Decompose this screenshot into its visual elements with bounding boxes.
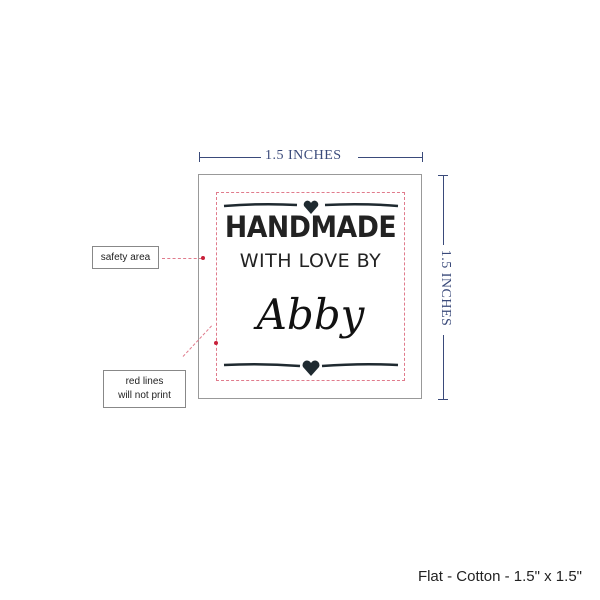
width-dimension-tick-right [422,152,423,162]
height-dimension-line-bottom [443,335,444,399]
height-dimension-tick-bottom [438,399,448,400]
product-description: Flat - Cotton - 1.5" x 1.5" [417,568,582,585]
safety-area-leader-line [162,258,202,259]
label-name: Abby [256,290,365,339]
safety-area-callout: safety area [92,246,159,269]
label-line-handmade: HANDMADE [224,210,397,244]
width-dimension-line-right [358,157,423,158]
red-lines-marker [214,341,218,345]
red-lines-callout: red lines will not print [103,370,186,408]
label-line-with-love-by: WITH LOVE BY [239,250,382,272]
width-dimension-line-left [199,157,261,158]
height-dimension-label: 1.5 INCHES [438,249,453,327]
width-dimension-label: 1.5 INCHES [265,148,342,163]
height-dimension-line-top [443,175,444,245]
top-divider-heart-icon [223,200,399,214]
red-lines-text-2: will not print [118,390,171,401]
red-lines-text-1: red lines [125,376,164,387]
safety-area-border [216,192,405,381]
bottom-divider-heart-icon [223,360,399,376]
safety-area-marker [201,256,205,260]
